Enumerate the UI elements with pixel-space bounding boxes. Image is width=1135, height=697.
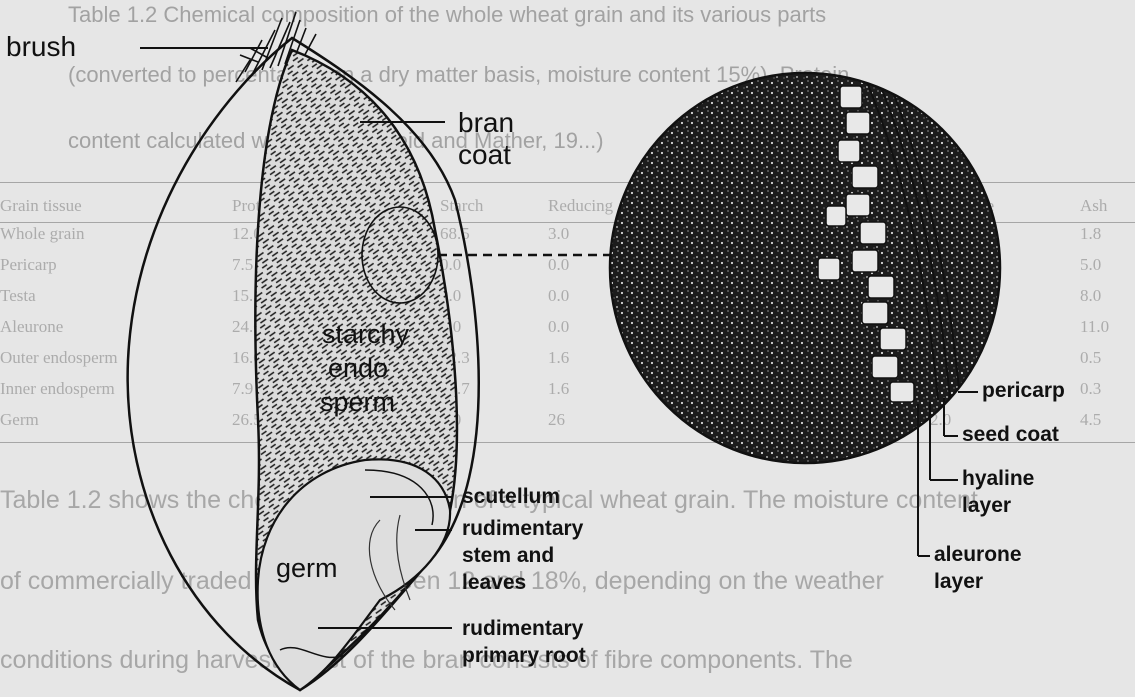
label-brush: brush xyxy=(6,32,76,61)
label-aleurone-line-1: aleurone xyxy=(934,544,1022,566)
label-hyaline-line-1: hyaline xyxy=(962,468,1034,490)
label-starchy-endosperm-line-1: starchy xyxy=(322,320,409,348)
label-germ: germ xyxy=(276,554,338,582)
label-pericarp: pericarp xyxy=(982,380,1065,402)
label-root-line-1: rudimentary xyxy=(462,618,583,640)
label-scutellum: scutellum xyxy=(462,486,560,508)
label-starchy-endosperm-line-2: endo xyxy=(328,354,388,382)
label-starchy-endosperm-line-3: sperm xyxy=(320,388,395,416)
label-stem-line-3: leaves xyxy=(462,572,526,594)
label-stem-line-2: stem and xyxy=(462,545,554,567)
label-root-line-2: primary root xyxy=(462,645,586,667)
label-bran-coat-line-1: bran xyxy=(458,108,514,137)
label-hyaline-line-2: layer xyxy=(962,495,1011,517)
label-seed-coat: seed coat xyxy=(962,424,1059,446)
label-aleurone-line-2: layer xyxy=(934,571,983,593)
label-stem-line-1: rudimentary xyxy=(462,518,583,540)
label-bran-coat-line-2: coat xyxy=(458,140,511,169)
